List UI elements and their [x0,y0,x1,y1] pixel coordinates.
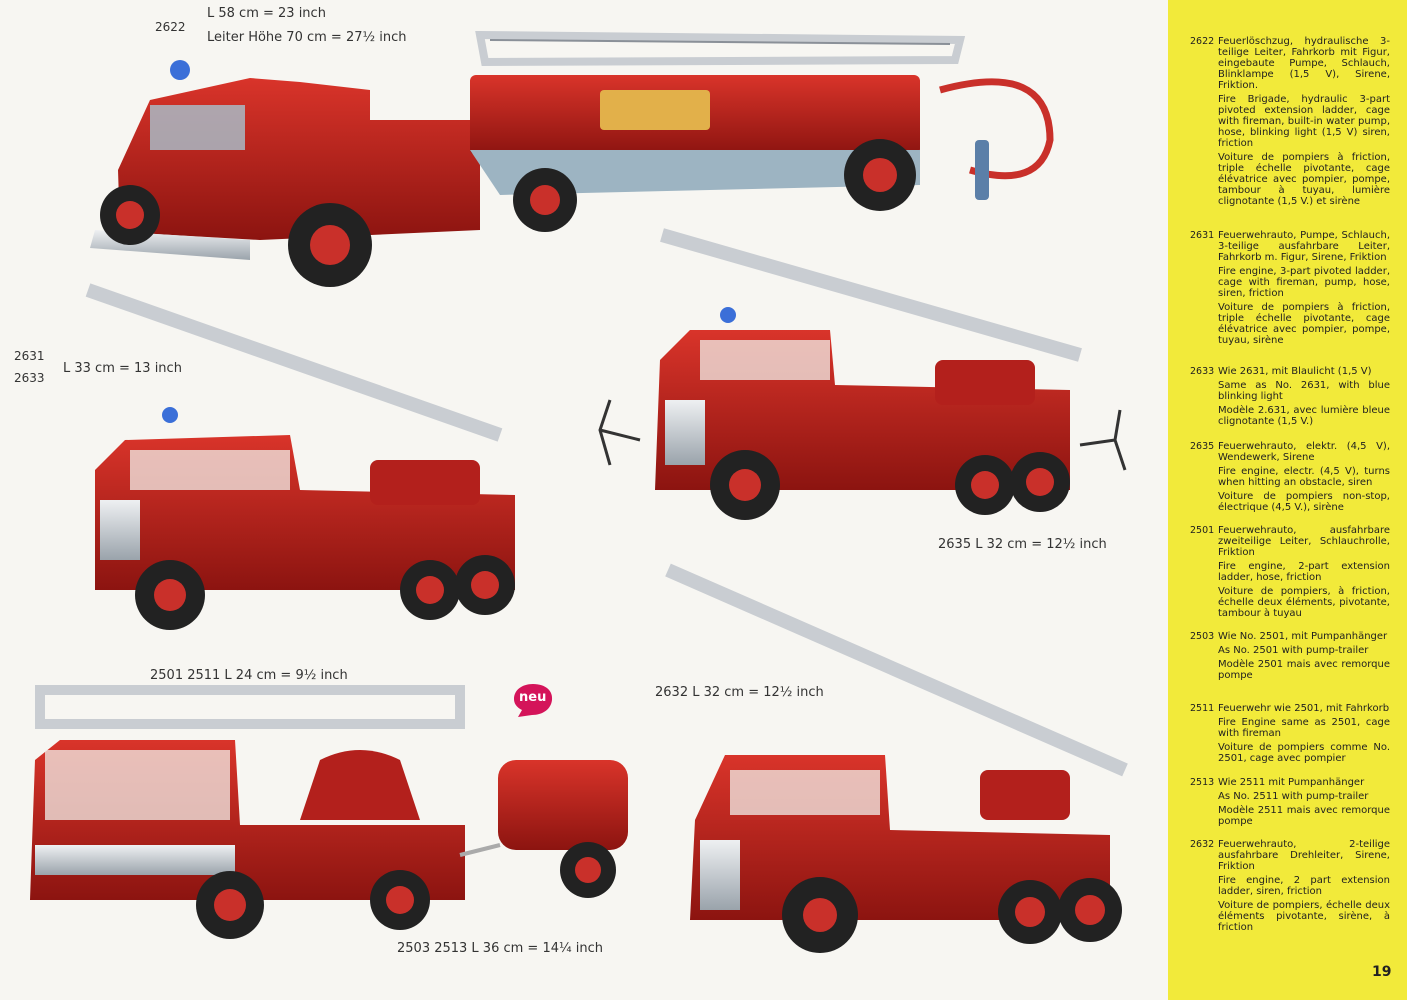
entry-number: 2501 [1190,525,1215,536]
entry-text-fr: Modèle 2.631, avec lumière bleue clignot… [1218,405,1390,427]
entry-text-de: Feuerwehrauto, elektr. (4,5 V), Wendewer… [1218,441,1390,463]
entry-2632: 2632 Feuerwehrauto, 2-teilige ausfahrbar… [1190,839,1390,936]
entry-text-de: Feuerwehrauto, 2-teilige ausfahrbare Dre… [1218,839,1390,872]
entry-2633: 2633 Wie 2631, mit Blaulicht (1,5 V) Sam… [1190,366,1390,430]
entry-text-de: Wie 2511 mit Pumpanhänger [1218,777,1365,788]
new-badge-text: neu [519,690,547,705]
truck-2501 [30,685,628,939]
entry-text-en: Fire engine, 3-part pivoted ladder, cage… [1218,266,1390,299]
length-2631: L 33 cm = 13 inch [63,361,182,376]
entry-text-en: Fire engine, 2-part extension ladder, ho… [1218,561,1390,583]
page-number: 19 [1372,964,1392,980]
entry-text-fr: Voiture de pompiers à friction, triple é… [1218,152,1390,207]
truck-2635 [598,228,1127,520]
entry-2511: 2511 Feuerwehr wie 2501, mit Fahrkorb Fi… [1190,703,1390,767]
caption-2632: 2632 L 32 cm = 12½ inch [655,685,824,700]
entry-2635: 2635 Feuerwehrauto, elektr. (4,5 V), Wen… [1190,441,1390,516]
entry-text-fr: Modèle 2511 mais avec remorque pompe [1218,805,1390,827]
entry-number: 2622 [1190,36,1215,47]
entry-number: 2631 [1190,230,1215,241]
model-number-2633: 2633 [14,371,45,385]
caption-2503: 2503 2513 L 36 cm = 14¼ inch [397,941,603,956]
entry-text-de: Wie 2631, mit Blaulicht (1,5 V) [1218,366,1372,377]
truck-2622 [90,30,1054,287]
entry-number: 2503 [1190,631,1215,642]
entry-number: 2632 [1190,839,1215,850]
entry-text-de: Feuerwehr wie 2501, mit Fahrkorb [1218,703,1390,714]
model-number-2631: 2631 [14,349,45,363]
entry-text-fr: Voiture de pompiers non-stop, électrique… [1218,491,1390,513]
entry-text-de: Feuerlöschzug, hydraulische 3-teilige Le… [1218,36,1390,91]
entry-2622: 2622 Feuerlöschzug, hydraulische 3-teili… [1190,36,1390,210]
entry-text-fr: Voiture de pompiers à friction, triple é… [1218,302,1390,346]
truck-2632 [665,563,1128,953]
model-number-2622: 2622 [155,20,186,34]
entry-number: 2633 [1190,366,1215,377]
fire-engine-illustrations [30,30,1128,953]
ladder-height-2622: Leiter Höhe 70 cm = 27½ inch [207,30,407,45]
entry-text-fr: Voiture de pompiers comme No. 2501, cage… [1218,742,1390,764]
description-sidebar [1168,0,1407,1000]
entry-text-en: Fire engine, electr. (4,5 V), turns when… [1218,466,1390,488]
entry-text-fr: Voiture de pompiers, échelle deux élémen… [1218,900,1390,933]
entry-text-fr: Voiture de pompiers, à friction, échelle… [1218,586,1390,619]
entry-text-fr: Modèle 2501 mais avec remorque pompe [1218,659,1390,681]
length-2622: L 58 cm = 23 inch [207,6,326,21]
new-badge [514,684,553,717]
entry-number: 2511 [1190,703,1215,714]
entry-text-de: Feuerwehrauto, Pumpe, Schlauch, 3-teilig… [1218,230,1390,263]
entry-text-en: As No. 2511 with pump-trailer [1218,791,1369,802]
entry-2501: 2501 Feuerwehrauto, ausfahrbare zweiteil… [1190,525,1390,622]
entry-number: 2513 [1190,777,1215,788]
entry-text-en: Same as No. 2631, with blue blinking lig… [1218,380,1390,402]
caption-2501: 2501 2511 L 24 cm = 9½ inch [150,668,348,683]
entry-number: 2635 [1190,441,1215,452]
entry-text-de: Wie No. 2501, mit Pumpanhänger [1218,631,1388,642]
entry-2513: 2513 Wie 2511 mit Pumpanhänger As No. 25… [1190,777,1390,830]
caption-2635: 2635 L 32 cm = 12½ inch [938,537,1107,552]
entry-text-en: As No. 2501 with pump-trailer [1218,645,1369,656]
entry-text-de: Feuerwehrauto, ausfahrbare zweiteilige L… [1218,525,1390,558]
entry-text-en: Fire Engine same as 2501, cage with fire… [1218,717,1390,739]
truck-2631 [85,283,515,630]
entry-2503: 2503 Wie No. 2501, mit Pumpanhänger As N… [1190,631,1390,684]
entry-text-en: Fire Brigade, hydraulic 3-part pivoted e… [1218,94,1390,149]
entry-text-en: Fire engine, 2 part extension ladder, si… [1218,875,1390,897]
entry-2631: 2631 Feuerwehrauto, Pumpe, Schlauch, 3-t… [1190,230,1390,349]
